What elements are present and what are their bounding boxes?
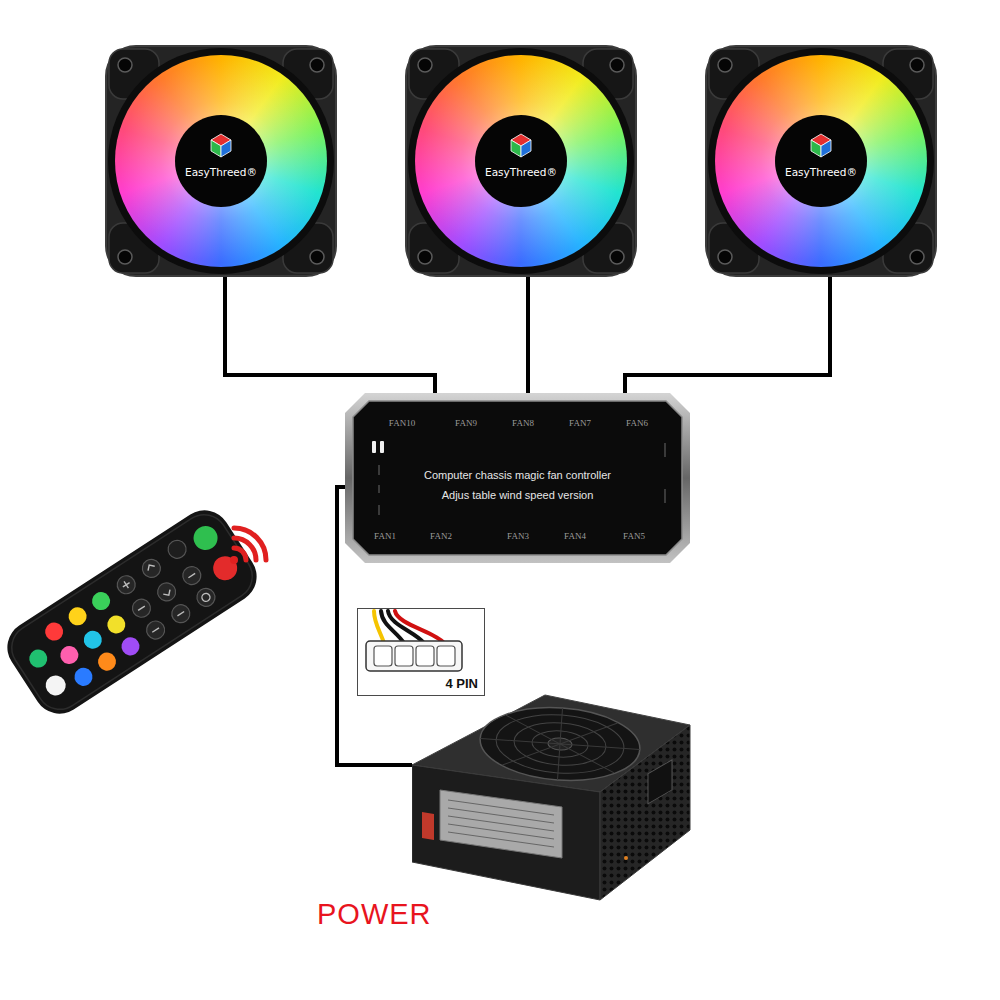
- brand-logo: [811, 134, 831, 157]
- remote-button: [57, 643, 82, 668]
- label-holder: FAN6: [626, 412, 648, 430]
- port-label: FAN4: [564, 531, 586, 541]
- node-text: POWER: [317, 898, 432, 930]
- label-holder: FAN8: [512, 412, 534, 430]
- remote-button: [209, 552, 242, 585]
- remote-body: [0, 500, 267, 723]
- label-holder: FAN5: [623, 525, 645, 543]
- cable-line: [526, 277, 530, 393]
- remote-button: [95, 649, 120, 674]
- port-label: FAN10: [389, 418, 415, 428]
- remote-control: [0, 500, 267, 723]
- cable-line: [225, 277, 435, 393]
- port-label: FAN2: [430, 531, 452, 541]
- label-holder: FAN9: [455, 412, 477, 430]
- label-holder: FAN3: [507, 525, 529, 543]
- remote-button: [104, 612, 129, 637]
- remote-button: [118, 634, 143, 659]
- text-holder: EasyThreed®: [405, 162, 637, 180]
- port-label: FAN5: [623, 531, 645, 541]
- remote-button: [189, 521, 222, 554]
- brand-logo: [511, 134, 531, 157]
- label-holder: FAN1: [374, 525, 396, 543]
- signal-icon: [230, 528, 266, 564]
- fan-hub: [105, 45, 337, 277]
- label-holder: FAN2: [430, 525, 452, 543]
- remote-button: [42, 672, 70, 700]
- port-label: FAN8: [512, 418, 534, 428]
- connector-inset: 4 PIN: [357, 608, 485, 696]
- remote-button: [80, 627, 105, 652]
- power-supply: POWER: [412, 690, 692, 902]
- text-holder: POWER: [317, 898, 432, 931]
- port-label: FAN3: [507, 531, 529, 541]
- power-supply-picture: [412, 690, 692, 902]
- port-label: FAN6: [626, 418, 648, 428]
- remote-button: [26, 646, 51, 671]
- text-holder: EasyThreed®: [705, 162, 937, 180]
- text-holder: 4 PIN: [445, 674, 478, 692]
- rgb-fan: EasyThreed®: [105, 45, 337, 277]
- fan-hub: [705, 45, 937, 277]
- remote-button: [89, 589, 114, 614]
- port-label: FAN1: [374, 531, 396, 541]
- node-subtext: Adjus table wind speed version: [442, 489, 594, 501]
- brand-logo: [211, 134, 231, 157]
- port-label: FAN7: [569, 418, 591, 428]
- remote-button: [114, 540, 219, 643]
- node-text: Computer chassis magic fan controller: [424, 469, 611, 481]
- node-text: EasyThreed®: [185, 166, 257, 178]
- text-holder: EasyThreed®: [105, 162, 337, 180]
- node-text: 4 PIN: [445, 676, 478, 691]
- remote-button: [71, 664, 96, 689]
- remote-button: [65, 604, 90, 629]
- port-label: FAN9: [455, 418, 477, 428]
- fan-hub: [405, 45, 637, 277]
- node-text: EasyThreed®: [485, 166, 557, 178]
- rgb-fan: EasyThreed®: [405, 45, 637, 277]
- cable-line: [625, 277, 830, 393]
- rgb-fan: EasyThreed®: [705, 45, 937, 277]
- node-text: EasyThreed®: [785, 166, 857, 178]
- remote-button: [42, 619, 67, 644]
- label-holder: FAN4: [564, 525, 586, 543]
- label-holder: FAN7: [569, 412, 591, 430]
- label-holder: FAN10: [389, 412, 415, 430]
